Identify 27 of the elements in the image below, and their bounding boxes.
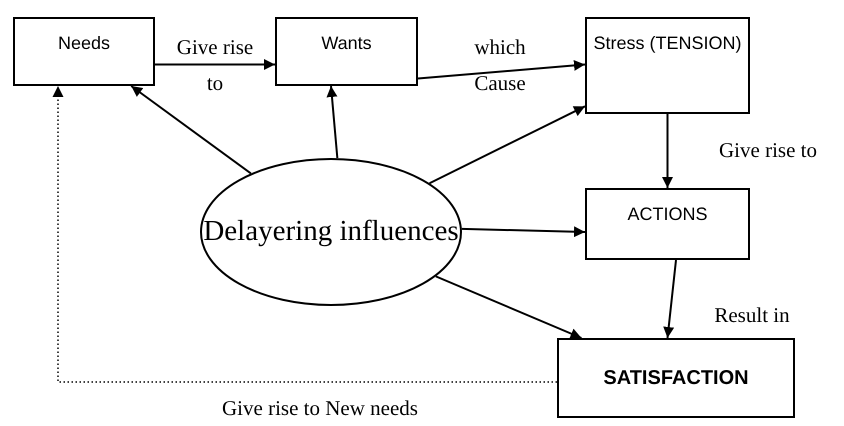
process-box [585, 188, 750, 260]
node-label: Wants [321, 33, 372, 54]
node-label: Stress (TENSION) [593, 33, 742, 54]
node-label: SATISFACTION [603, 366, 749, 390]
arrow [155, 59, 275, 70]
dotted-arrow [52, 86, 557, 383]
arrow [326, 86, 338, 158]
ellipse-node [200, 158, 462, 306]
edge-label: which Cause [473, 34, 527, 97]
arrow [435, 275, 582, 339]
process-box [275, 17, 418, 86]
process-box [13, 17, 155, 86]
arrow [130, 85, 252, 174]
arrow [663, 260, 677, 338]
process-box [557, 338, 795, 418]
edge-label: Give rise to New needs [221, 396, 419, 420]
arrow [429, 105, 586, 184]
edge-label: Give rise to [176, 34, 254, 97]
edge-label: Result in [713, 303, 791, 327]
process-box [585, 17, 750, 114]
node-label: Delayering influences [203, 215, 459, 249]
arrow [462, 226, 586, 238]
arrow [662, 114, 673, 188]
edge-label: Give rise to [718, 138, 818, 162]
node-label: Needs [58, 33, 110, 54]
node-label: ACTIONS [627, 204, 708, 225]
arrow [418, 60, 586, 80]
